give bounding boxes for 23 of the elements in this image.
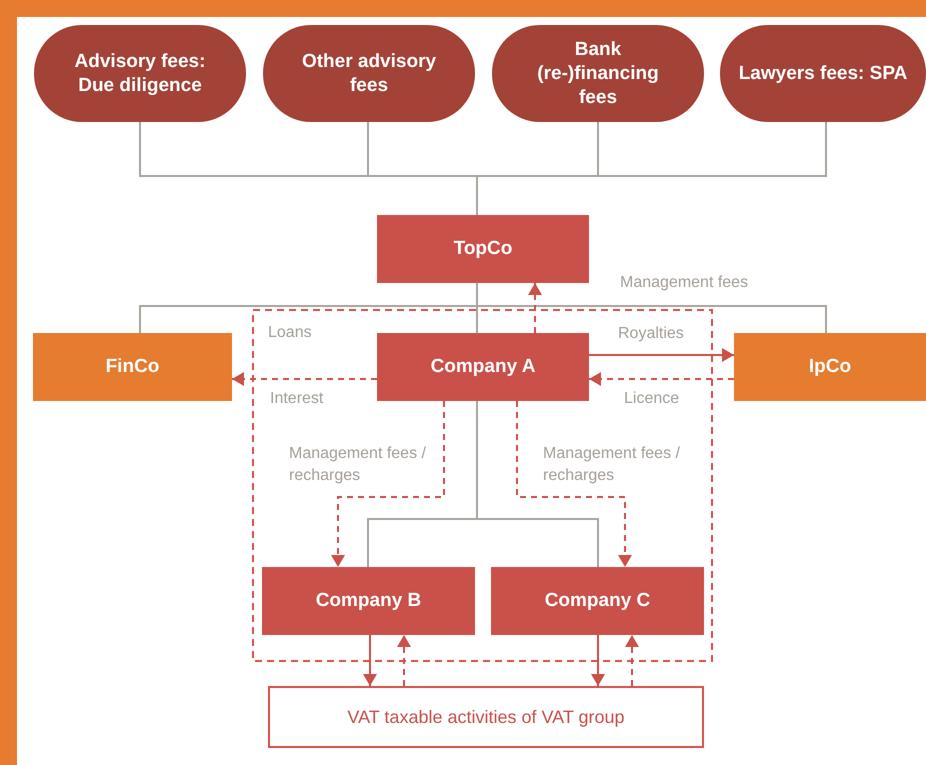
arrow: [363, 635, 377, 686]
connector-line: [476, 401, 599, 567]
arrow: [397, 635, 411, 686]
arrow: [528, 283, 542, 333]
entity-box: IpCo: [734, 333, 926, 401]
company-box: Company A: [377, 333, 589, 401]
entity-box: FinCo: [33, 333, 232, 401]
arrow: [232, 372, 377, 386]
fee-pill: Bank (re-)financing fees: [492, 25, 704, 122]
arrow: [516, 401, 632, 567]
company-box: Company C: [491, 567, 704, 635]
arrow: [589, 348, 734, 362]
company-box: Company B: [262, 567, 475, 635]
arrow: [589, 372, 734, 386]
fee-pill: Advisory fees: Due diligence: [34, 25, 246, 122]
company-box: TopCo: [377, 215, 589, 283]
arrow: [625, 635, 639, 686]
fee-pill: Lawyers fees: SPA: [720, 25, 926, 122]
connector-line: [476, 283, 827, 333]
arrow: [331, 401, 445, 567]
activities-box: VAT taxable activities of VAT group: [268, 686, 704, 748]
arrow: [591, 635, 605, 686]
fee-pill: Other advisory fees: [263, 25, 475, 122]
